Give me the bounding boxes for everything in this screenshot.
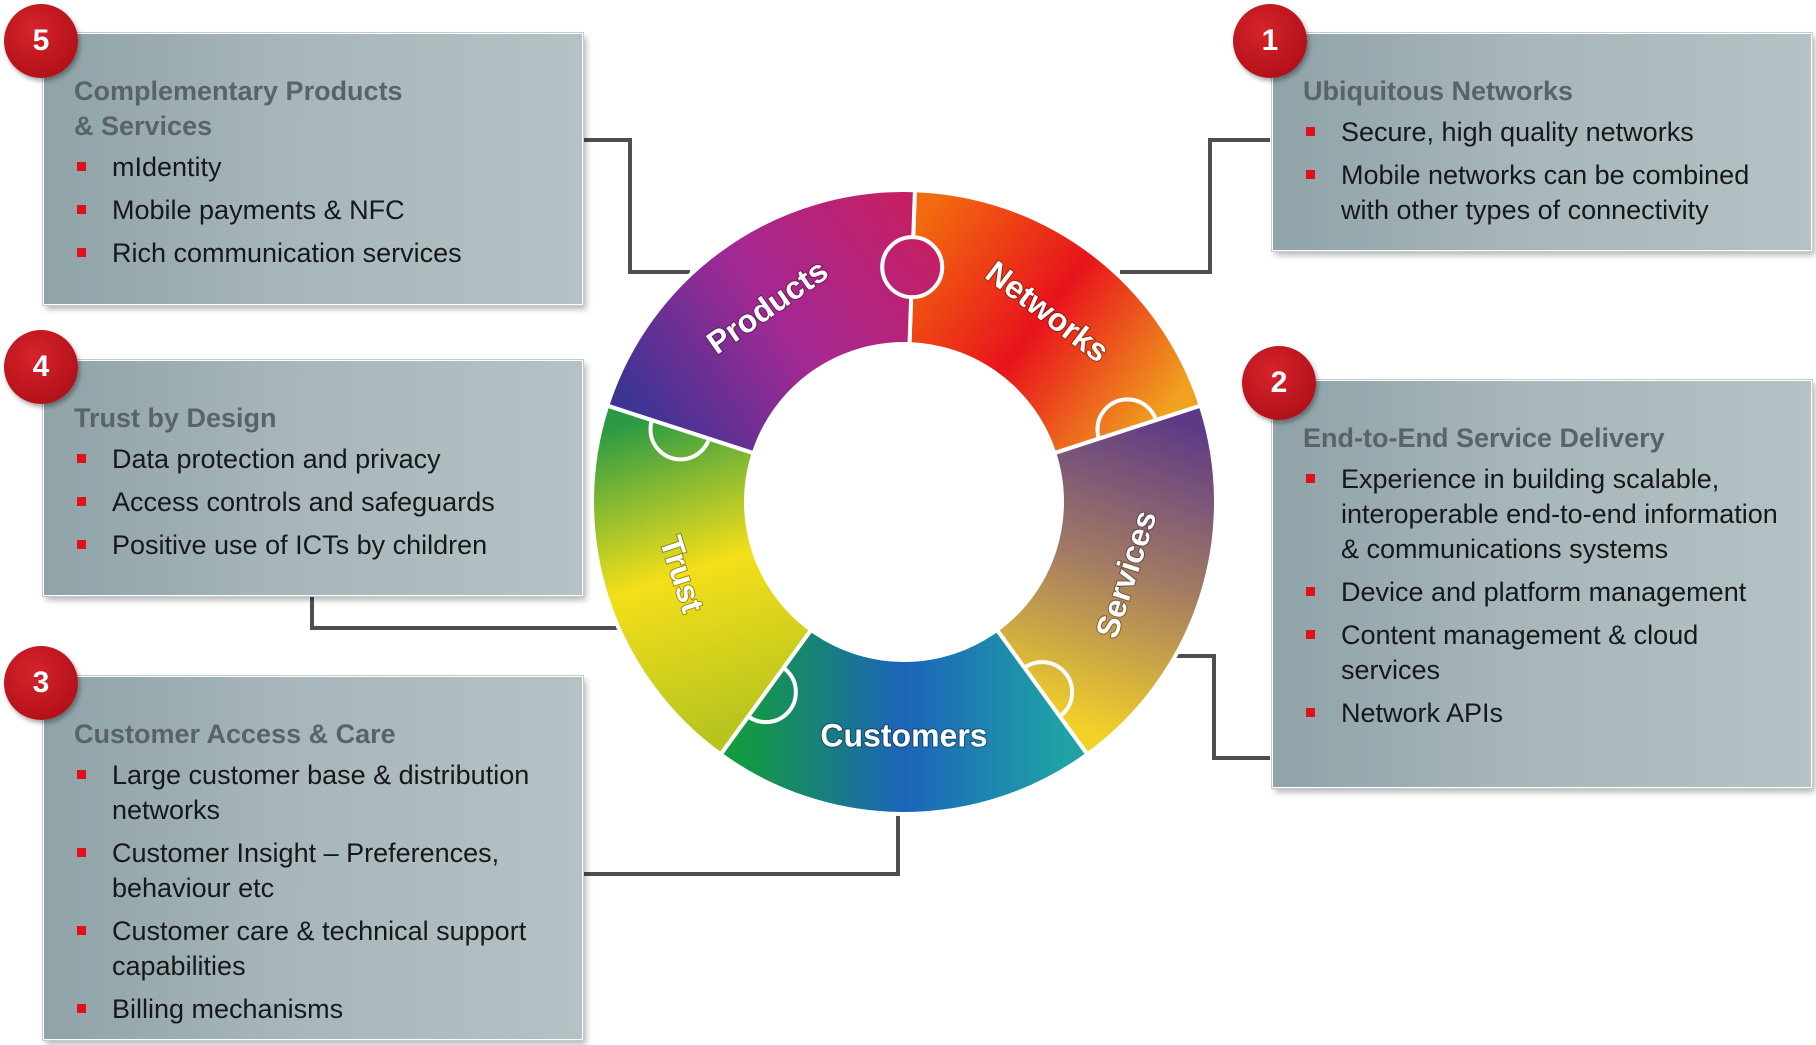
connector-customers [582,810,900,876]
panel-title: Trust by Design [74,403,277,433]
panel-title: End-to-End Service Delivery [1303,423,1665,453]
bullet-list: Secure, high quality networks Mobile net… [1303,115,1787,228]
list-item: Customer care & technical support capabi… [74,914,558,984]
bullet-icon [77,162,86,171]
panel-customer-access-care: Customer Access & Care Large customer ba… [43,676,583,1040]
wheel-segment-products [604,188,917,456]
list-item: Mobile networks can be combined with oth… [1303,158,1787,228]
connector-products [582,138,690,274]
number-badge: 2 [1242,346,1316,420]
puzzle-knob [880,235,945,300]
bullet-icon [77,497,86,506]
bullet-list: Large customer base & distribution netwo… [74,758,558,1027]
bullet-icon [77,926,86,935]
list-item: Large customer base & distribution netwo… [74,758,558,828]
bullet-list: Data protection and privacy Access contr… [74,442,558,563]
bullet-icon [77,540,86,549]
bullet-icon [77,454,86,463]
list-item: Billing mechanisms [74,992,558,1027]
list-item: Mobile payments & NFC [74,193,558,228]
number-badge: 3 [4,646,78,720]
wheel-label-customers: Customers [820,717,987,753]
number-badge: 4 [4,330,78,404]
bullet-icon [1306,708,1315,717]
list-item: Experience in building scalable, interop… [1303,462,1787,567]
list-item: Network APIs [1303,696,1787,731]
connector-trust [310,596,620,630]
bullet-list: Experience in building scalable, interop… [1303,462,1787,731]
panel-trust-by-design: Trust by Design Data protection and priv… [43,360,583,596]
list-item: Positive use of ICTs by children [74,528,558,563]
list-item: Device and platform management [1303,575,1787,610]
bullet-icon [77,848,86,857]
panel-ubiquitous-networks: Ubiquitous Networks Secure, high quality… [1272,33,1812,251]
bullet-icon [77,248,86,257]
list-item: Data protection and privacy [74,442,558,477]
bullet-icon [77,205,86,214]
list-item: Access controls and safeguards [74,485,558,520]
bullet-icon [1306,474,1315,483]
list-item: Secure, high quality networks [1303,115,1787,150]
panel-complementary-products: Complementary Products & Services mIdent… [43,33,583,305]
bullet-list: mIdentity Mobile payments & NFC Rich com… [74,150,558,271]
list-item: Rich communication services [74,236,558,271]
list-item: mIdentity [74,150,558,185]
panel-end-to-end-service-delivery: End-to-End Service Delivery Experience i… [1272,380,1812,788]
bullet-icon [1306,587,1315,596]
bullet-icon [1306,630,1315,639]
connector-networks [1120,138,1270,274]
number-badge: 5 [4,4,78,78]
bullet-icon [1306,127,1315,136]
panel-title: Complementary Products & Services [74,76,403,141]
bullet-icon [77,1004,86,1013]
number-badge: 1 [1233,4,1307,78]
bullet-icon [1306,170,1315,179]
wheel-center [746,344,1062,660]
list-item: Customer Insight – Preferences, behaviou… [74,836,558,906]
panel-title: Customer Access & Care [74,719,396,749]
panel-title: Ubiquitous Networks [1303,76,1574,106]
bullet-icon [77,770,86,779]
connector-services [1170,654,1270,760]
list-item: Content management & cloud services [1303,618,1787,688]
